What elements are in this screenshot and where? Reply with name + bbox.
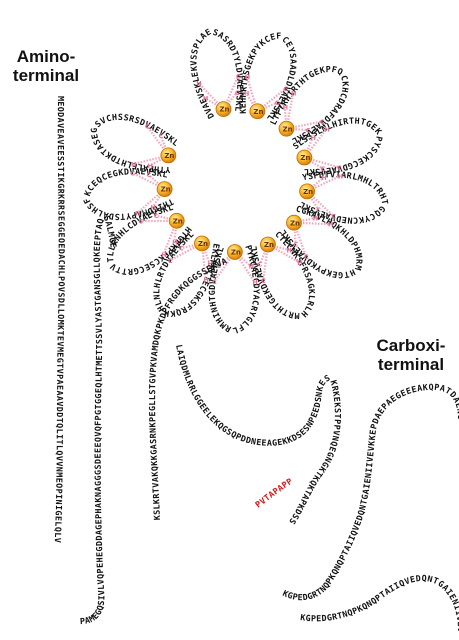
coordinating-residue: H: [245, 73, 250, 81]
coordinating-residue: C: [261, 277, 266, 285]
amino-terminal-label: Amino-terminal: [6, 47, 86, 85]
zinc-ion-label: Zn: [300, 154, 310, 162]
zinc-ion-label: Zn: [303, 188, 313, 196]
coordinating-residue: C: [145, 123, 150, 131]
coordinating-residue: H: [328, 221, 333, 229]
zinc-ion-label: Zn: [283, 125, 293, 133]
coordinating-residue: H: [147, 162, 152, 170]
highlighted-motif: PVTAPAPP: [253, 476, 294, 510]
zinc-ion-label: Zn: [231, 249, 241, 257]
amino-label-text: Amino-terminal: [13, 47, 79, 85]
zinc-ion-label: Zn: [219, 106, 229, 114]
coordinating-residue: H: [338, 173, 343, 181]
coordinating-residue: H: [244, 89, 249, 97]
c-terminal-linker: KGPEDGRTNQPKQNQPTAIIQVEDQNTGAIENIIVEVKKE…: [0, 0, 459, 602]
coordinating-residue: H: [203, 95, 208, 103]
coordinating-residue: C: [159, 132, 164, 140]
zinc-ion-label: Zn: [253, 108, 263, 116]
coordinating-residue: H: [291, 90, 296, 98]
coordinating-residue: H: [287, 246, 292, 254]
coordinating-residue: H: [321, 174, 326, 182]
coordinating-residue: H: [161, 251, 166, 259]
coordinating-residue: H: [135, 209, 140, 217]
coordinating-residue: H: [324, 125, 329, 133]
carboxi-label-text: Carboxi-terminal: [377, 336, 446, 374]
coordinating-residue: H: [297, 259, 302, 267]
zinc-ion-label: Zn: [264, 241, 274, 249]
coordinating-residue: H: [249, 263, 254, 271]
coordinating-residue: H: [172, 239, 177, 247]
zinc-ion-label: Zn: [290, 219, 300, 227]
coordinating-residue: H: [196, 79, 201, 87]
carboxy-terminal-label: Carboxi-terminal: [366, 336, 456, 374]
coordinating-residue: H: [313, 214, 318, 222]
lower-left-strand: PAMEGQSIVLVQPEHEGDDAGEPHAKNAGGGSDEEEQVQF…: [80, 214, 119, 626]
zinc-ion-label: Zn: [198, 240, 208, 248]
coordinating-residue: H: [203, 276, 208, 284]
finger-loop-sequence: THIGDMAPYTSDALHSFKCEQCEGKDVAEVSKLEK: [0, 0, 175, 222]
zinc-ion-label: Zn: [173, 217, 183, 225]
coordinating-residue: H: [283, 104, 288, 112]
coordinating-residue: H: [310, 134, 315, 142]
n-terminal-strand: MEODAVEAVEESSTIKGRKRRSEGGEOEDACHLPOVSDLL…: [53, 96, 67, 543]
coordinating-residue: H: [131, 160, 136, 168]
coordinating-residue: H: [252, 279, 257, 287]
zinc-ion-label: Zn: [164, 152, 174, 160]
finger-loop-sequence: YTHPALELHTDKTASEGSVCHSSRSDVAEVSKLEK: [0, 0, 181, 175]
zinc-ion-label: Zn: [161, 186, 171, 194]
coordinating-residue: H: [151, 203, 156, 211]
